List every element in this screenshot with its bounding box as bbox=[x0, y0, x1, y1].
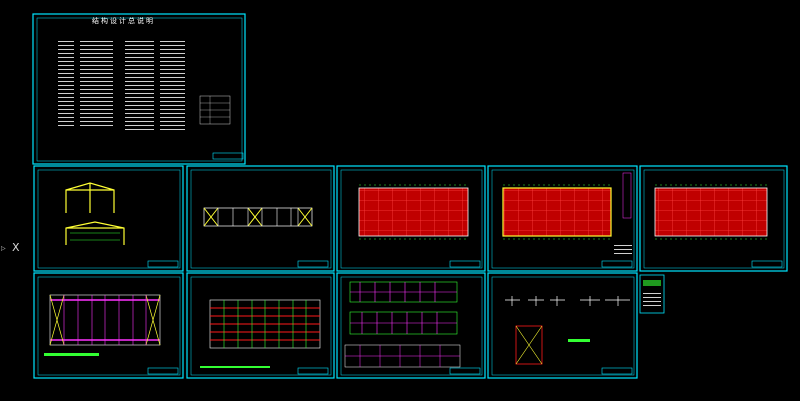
drawing-sheet-bracing[interactable] bbox=[186, 165, 335, 272]
ucs-axis-label: X bbox=[12, 241, 20, 254]
drawing-sheet-column-plan[interactable] bbox=[336, 165, 486, 272]
detail-legend-block[interactable] bbox=[639, 274, 665, 314]
drawing-sheet-details[interactable] bbox=[487, 272, 638, 379]
drawing-sheet-notes[interactable] bbox=[32, 13, 246, 165]
drawing-sheet-foundation[interactable] bbox=[33, 272, 184, 379]
drawing-sheet-frames[interactable] bbox=[33, 165, 184, 272]
sheet-title: 结构设计总说明 bbox=[92, 17, 155, 25]
ucs-arrow-icon: ▷ bbox=[1, 245, 6, 252]
drawing-sheet-roof-plan[interactable] bbox=[487, 165, 638, 272]
notes-table bbox=[199, 95, 231, 125]
drawing-sheet-elevations[interactable] bbox=[336, 272, 486, 379]
detail-column bbox=[614, 172, 632, 255]
drawing-sheet-wall-girts[interactable] bbox=[186, 272, 335, 379]
drawing-sheet-purlin-plan[interactable] bbox=[639, 165, 788, 272]
